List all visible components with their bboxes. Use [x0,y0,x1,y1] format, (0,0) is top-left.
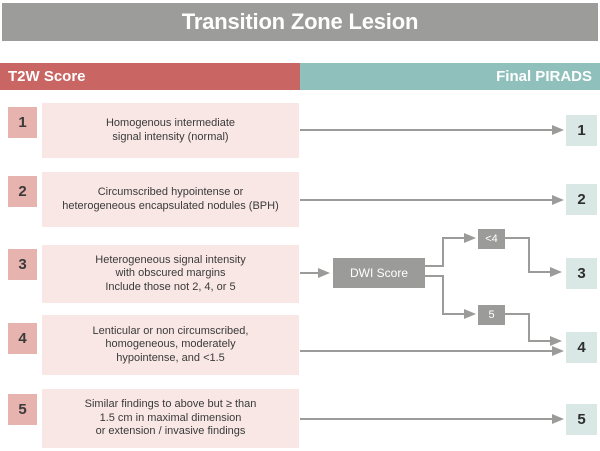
dwi-score-node: DWI Score [333,258,425,288]
t2w-description-5: Similar findings to above but ≥ than 1.5… [42,389,299,448]
final-pirads-square-5: 5 [566,404,597,435]
dwi-branch-lt4-node: <4 [478,229,505,249]
connector-line-row4 [300,350,552,352]
t2w-description-1: Homogenous intermediate signal intensity… [42,103,299,158]
final-pirads-square-1: 1 [566,115,597,146]
t2w-description-3: Heterogeneous signal intensity with obsc… [42,245,299,303]
description-line: 1.5 cm in maximal dimension [99,411,242,424]
final-pirads-square-2: 2 [566,184,597,215]
description-line: hypointense, and <1.5 [116,351,225,364]
description-line: Heterogeneous signal intensity [95,253,246,266]
t2w-description-2: Circumscribed hypointense or heterogeneo… [42,172,299,227]
title-bar: Transition Zone Lesion [2,3,598,41]
connector-line-row5 [300,418,552,420]
arrowhead-icon [552,195,564,205]
connector-vertical-down [442,275,444,315]
connector-lt4-down [528,237,530,273]
description-line: signal intensity (normal) [112,130,229,143]
arrowhead-icon [552,414,564,424]
t2w-score-square-1: 1 [8,107,37,138]
connector-5-out [505,313,530,315]
description-line: Homogenous intermediate [105,117,236,129]
final-pirads-header: Final PIRADS [300,63,600,90]
description-line: Lenticular or non circumscribed, [92,324,249,337]
t2w-score-square-3: 3 [8,249,37,280]
connector-line-row2 [300,199,552,201]
arrowhead-icon [318,268,330,278]
connector-lt4-out [505,237,530,239]
arrowhead-icon [552,125,564,135]
arrowhead-icon [550,267,562,277]
connector-vertical-up [442,237,444,267]
column-header-band: T2W Score Final PIRADS [0,63,600,90]
arrowhead-icon [552,346,564,356]
description-line: Similar findings to above but ≥ than [84,398,257,411]
connector-line-row1 [300,129,552,131]
t2w-score-header-label: T2W Score [8,68,86,85]
connector-5-to-final4 [528,340,550,342]
t2w-score-square-5: 5 [8,394,37,425]
description-line: or extension / invasive findings [95,425,246,438]
t2w-score-header: T2W Score [0,63,300,90]
final-pirads-square-3: 3 [566,258,597,289]
description-line: Circumscribed hypointense or [97,186,244,198]
connector-lt4-to-final3 [528,271,550,273]
t2w-score-square-2: 2 [8,176,37,207]
connector-line-lt4 [443,237,464,239]
connector-stub-upper [425,265,443,267]
arrowhead-icon [464,309,476,319]
description-line: homogeneous, moderately [105,338,236,351]
arrowhead-icon [550,336,562,346]
t2w-description-4: Lenticular or non circumscribed, homogen… [42,315,299,375]
description-line: Include those not 2, 4, or 5 [105,280,236,293]
t2w-score-square-4: 4 [8,323,37,354]
connector-line-5 [443,313,464,315]
page-title: Transition Zone Lesion [181,9,419,34]
connector-5-down [528,313,530,342]
final-pirads-square-4: 4 [566,332,597,363]
dwi-branch-5-node: 5 [478,305,505,325]
connector-line-row3 [300,272,318,274]
arrowhead-icon [464,233,476,243]
description-line: with obscured margins [115,267,226,280]
final-pirads-header-label: Final PIRADS [496,68,592,85]
connector-stub-lower [425,275,443,277]
description-line: heterogeneous encapsulated nodules (BPH) [62,199,279,212]
